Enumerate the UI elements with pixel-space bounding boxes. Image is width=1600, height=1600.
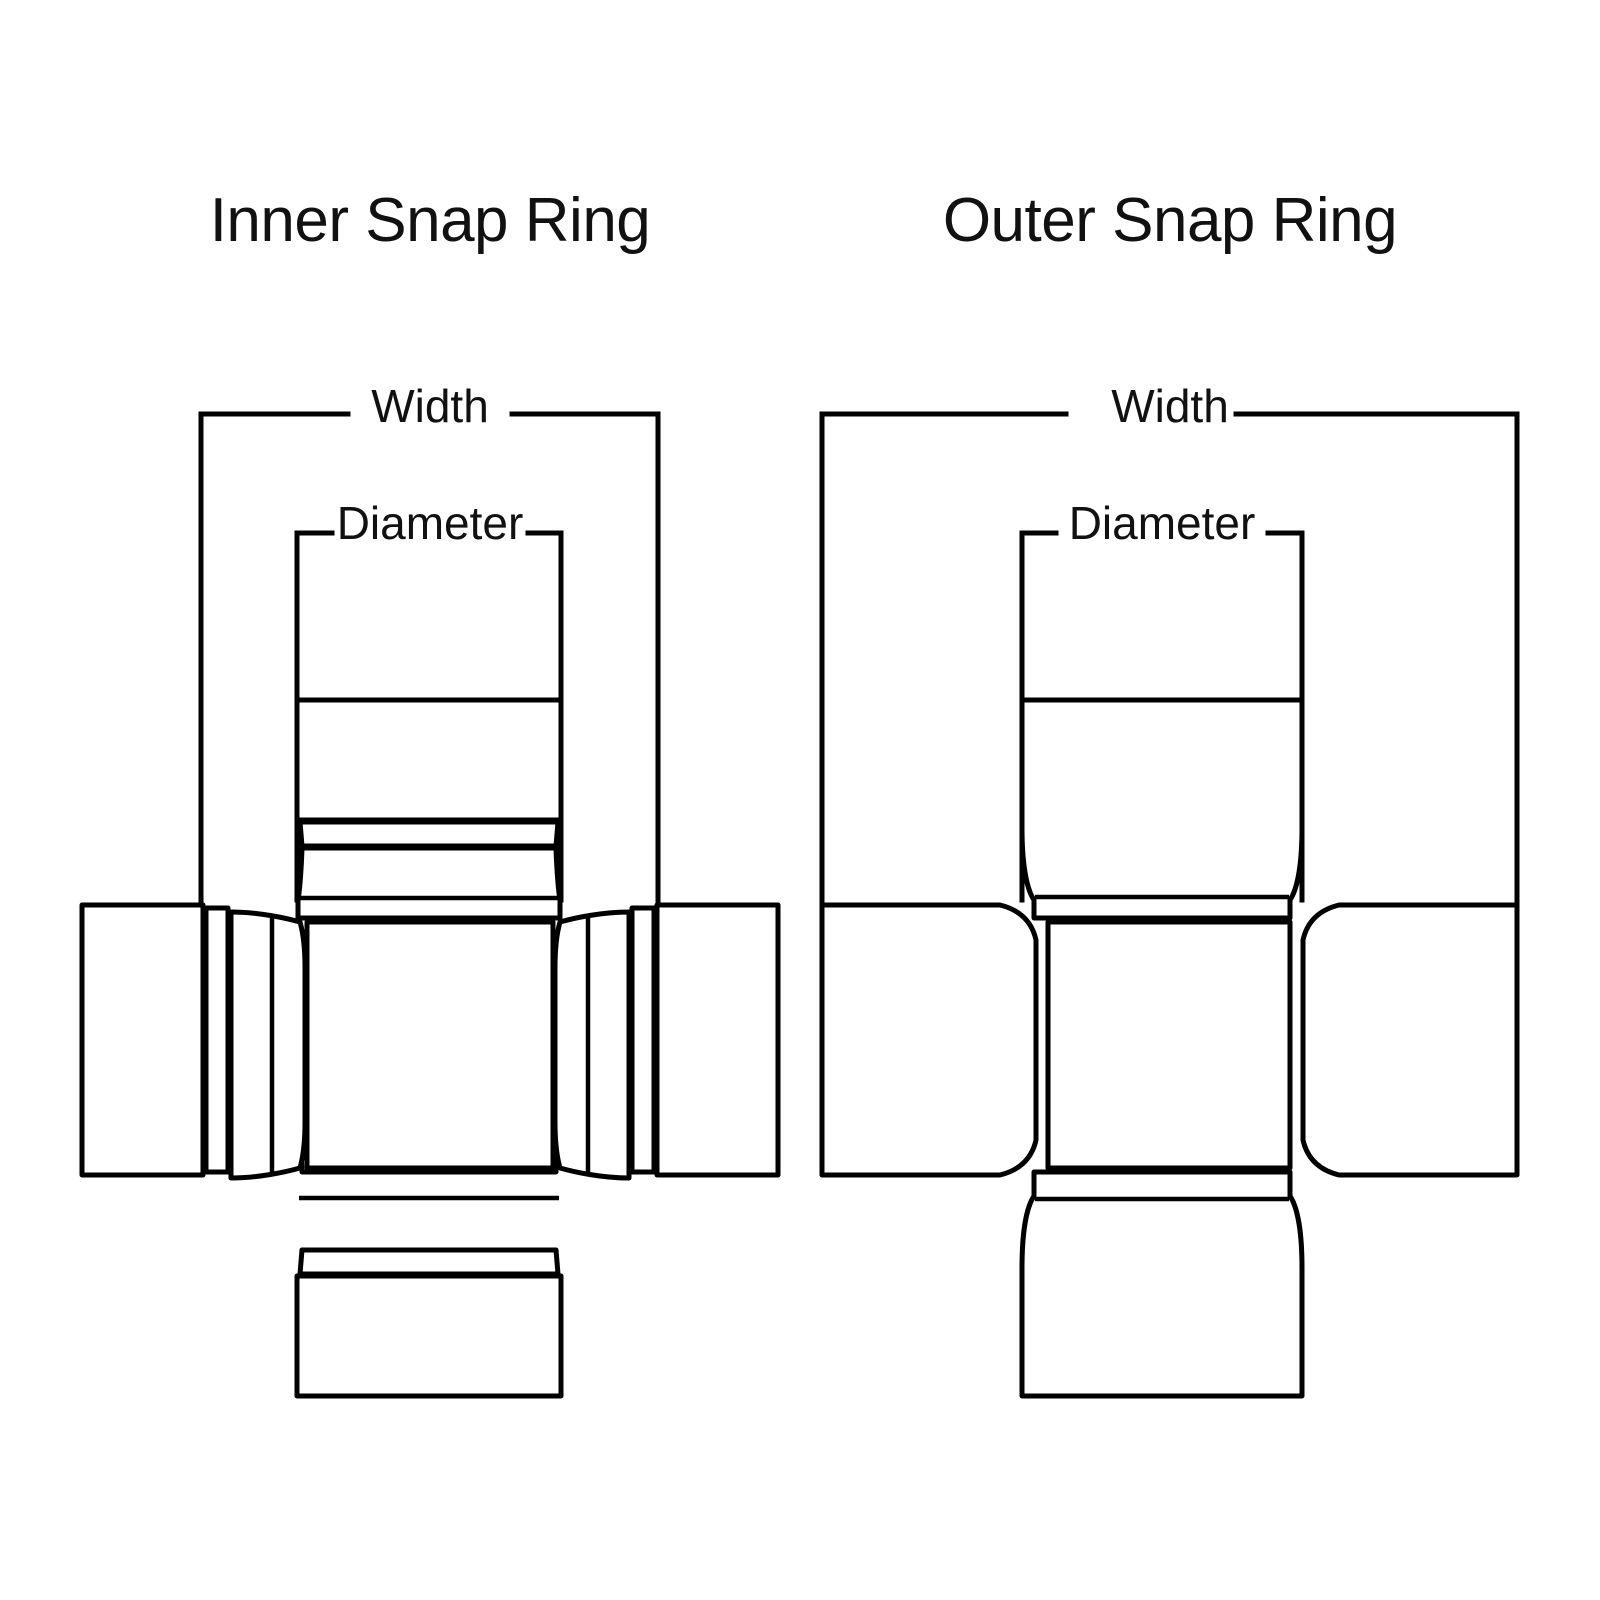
diameter-dimension-label-inner: Diameter xyxy=(336,497,524,549)
outer-width-bracket xyxy=(819,411,1520,908)
diameter-dimension-label-outer: Diameter xyxy=(1068,497,1256,549)
panel-title-outer-snap-ring: Outer Snap Ring xyxy=(942,186,1398,255)
outer-bottom-bearing-cap xyxy=(1019,1169,1305,1399)
inner-width-bracket xyxy=(198,411,661,908)
inner-left-bearing-cap xyxy=(79,902,308,1181)
panel-title-inner-snap-ring: Inner Snap Ring xyxy=(209,186,651,255)
outer-right-bearing-cap xyxy=(1300,902,1520,1178)
inner-center-cross-body xyxy=(304,919,556,1171)
outer-left-bearing-cap xyxy=(819,902,1039,1178)
outer-top-bearing-cap xyxy=(1019,697,1305,921)
outer-snap-ring-drawing xyxy=(819,411,1520,1399)
width-dimension-label-inner: Width xyxy=(371,380,489,432)
inner-right-bearing-cap xyxy=(552,902,781,1181)
outer-center-cross-body xyxy=(1045,919,1293,1171)
inner-snap-ring-drawing xyxy=(79,411,781,1399)
width-dimension-label-outer: Width xyxy=(1111,380,1229,432)
inner-top-bearing-cap xyxy=(294,697,564,921)
